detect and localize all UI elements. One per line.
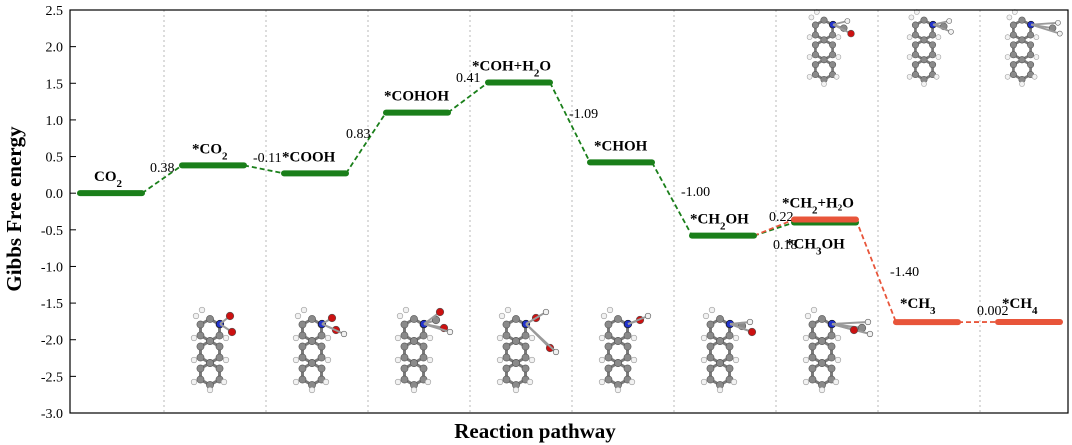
y-tick-label: -1.5 — [41, 297, 63, 312]
step-connector — [549, 82, 591, 163]
step-delta-g-label: -0.11 — [253, 151, 282, 166]
species-label: *CH3 — [900, 296, 936, 317]
molecule-structure-icon — [906, 9, 954, 87]
y-tick-label: -1.0 — [41, 260, 63, 275]
step-connectors: 0.38 -0.11 0.83 0.41 -1.09 -1.00 0.18 0.22 -1.40… — [141, 71, 1009, 324]
species-label: *CH4 — [1002, 296, 1038, 317]
y-tick-label: -2.0 — [41, 334, 63, 349]
species-label: CO2 — [94, 169, 123, 190]
y-tick-label: -3.0 — [41, 407, 63, 422]
molecule-structure-icon — [1004, 9, 1063, 87]
step-delta-g-label: 0.22 — [769, 210, 794, 225]
step-delta-g-label: 0.18 — [773, 238, 798, 253]
species-label: *CHOH — [594, 138, 648, 154]
y-tick-label: 0.5 — [46, 151, 64, 166]
species-label: *CH2+H₂O — [782, 196, 854, 217]
molecule-structure-icon — [802, 306, 874, 394]
molecule-structure-icon — [292, 306, 348, 394]
step-connector — [753, 218, 795, 237]
species-label: *COH+H2O — [472, 59, 551, 80]
y-tick-label: 0.0 — [46, 187, 64, 202]
step-delta-g-label: 0.002 — [977, 304, 1009, 319]
step-delta-g-label: -1.09 — [569, 107, 598, 122]
step-connector — [345, 112, 387, 174]
y-tick-label: 2.5 — [46, 4, 64, 19]
y-axis: 2.5 2.0 1.5 1.0 0.5 0.0 -0.5 -1.0 -1.5 -2.0 -2.5 -3… — [41, 4, 76, 422]
molecule-structure-icon — [700, 306, 757, 394]
molecule-structure-icon — [394, 306, 454, 394]
step-delta-g-label: 0.83 — [346, 127, 371, 142]
molecule-structures — [190, 9, 1063, 394]
step-delta-g-label: 0.41 — [456, 71, 481, 86]
species-label: *COOH — [282, 149, 336, 165]
separator-grid — [163, 10, 981, 413]
step-connector — [141, 164, 183, 194]
y-tick-label: 1.0 — [46, 114, 64, 129]
species-label: *COHOH — [384, 89, 449, 105]
step-connector — [753, 221, 795, 237]
step-connector — [243, 164, 285, 175]
molecule-structure-icon — [806, 9, 855, 87]
y-axis-title: Gibbs Free energy — [2, 126, 26, 292]
y-tick-label: 2.0 — [46, 41, 64, 56]
step-delta-g-label: -1.40 — [890, 265, 919, 280]
y-tick-label: -0.5 — [41, 224, 63, 239]
energy-levels: CO2 *CO2 *COOH *COHOH *COH+H2O *CHOH *CH2OH *CH… — [77, 59, 1063, 326]
step-connector — [855, 219, 897, 323]
molecule-structure-icon — [598, 306, 652, 394]
step-delta-g-label: -1.00 — [681, 185, 710, 200]
y-tick-label: -2.5 — [41, 370, 63, 385]
species-label: *CH2OH — [690, 212, 749, 233]
molecule-structure-icon — [496, 306, 560, 394]
x-axis-title: Reaction pathway — [454, 419, 616, 443]
step-connector — [651, 161, 693, 237]
y-tick-label: 1.5 — [46, 77, 64, 92]
species-label: *CH3OH — [786, 236, 845, 257]
plot-frame — [69, 9, 1069, 414]
species-label: *CO2 — [192, 141, 228, 162]
molecule-structure-icon — [190, 306, 237, 394]
step-connector — [447, 81, 489, 114]
step-delta-g-label: 0.38 — [150, 161, 175, 176]
